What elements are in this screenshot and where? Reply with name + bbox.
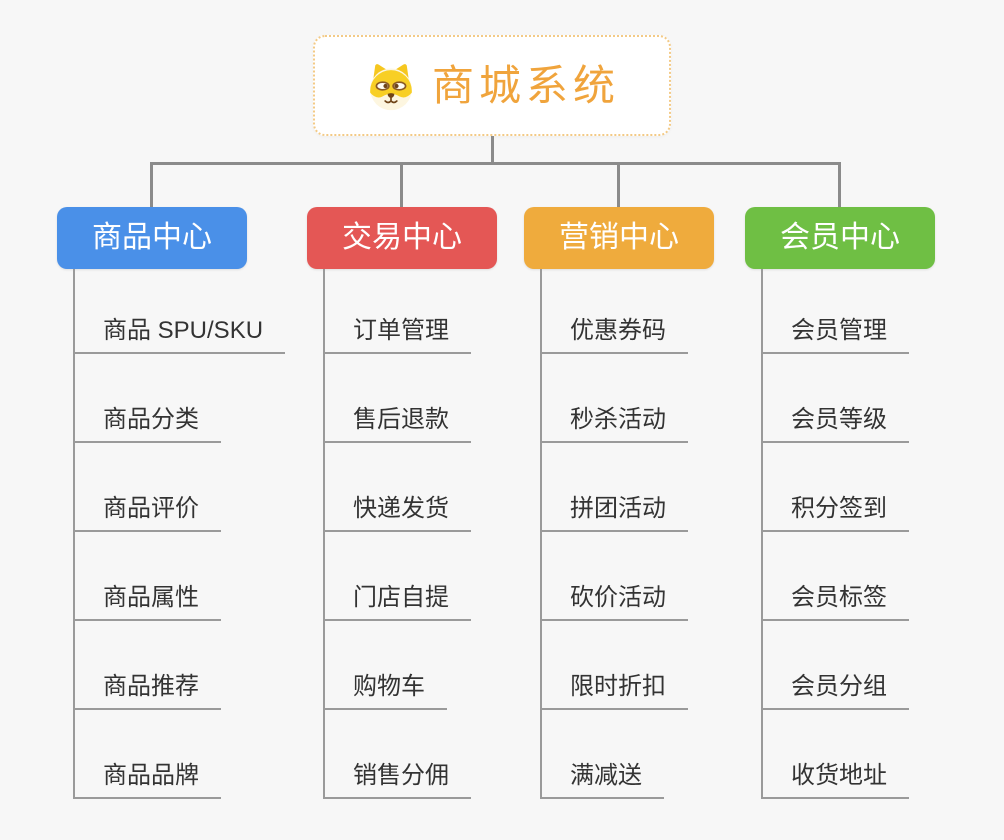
- connector-trunk-line: [491, 136, 494, 163]
- topic-item[interactable]: 门店自提: [323, 532, 471, 621]
- topic-item-label: 砍价活动: [570, 584, 666, 612]
- topic-item[interactable]: 会员管理: [761, 265, 909, 354]
- topic-item-label: 秒杀活动: [570, 406, 666, 434]
- branch-items: 会员管理会员等级积分签到会员标签会员分组收货地址: [761, 265, 909, 799]
- topic-item[interactable]: 砍价活动: [540, 532, 688, 621]
- branch-items: 订单管理售后退款快递发货门店自提购物车销售分佣: [323, 265, 471, 799]
- topic-item[interactable]: 商品推荐: [73, 621, 221, 710]
- branch-header-label: 交易中心: [342, 221, 462, 254]
- branch-spine-line: [73, 269, 75, 799]
- topic-item[interactable]: 积分签到: [761, 443, 909, 532]
- topic-item-label: 商品评价: [103, 495, 199, 523]
- topic-item-label: 会员管理: [791, 317, 887, 345]
- branch-spine-line: [323, 269, 325, 799]
- connector-drop-line: [400, 162, 403, 208]
- topic-item[interactable]: 商品评价: [73, 443, 221, 532]
- root-title: 商城系统: [431, 61, 620, 109]
- topic-item-label: 积分签到: [791, 495, 887, 523]
- branch-2: 交易中心订单管理售后退款快递发货门店自提购物车销售分佣: [307, 207, 567, 840]
- topic-item-label: 限时折扣: [570, 673, 666, 701]
- branch-4: 会员中心会员管理会员等级积分签到会员标签会员分组收货地址: [745, 207, 1004, 840]
- branch-header[interactable]: 营销中心: [524, 207, 714, 269]
- topic-item-label: 售后退款: [353, 406, 449, 434]
- branch-items: 优惠券码秒杀活动拼团活动砍价活动限时折扣满减送: [540, 265, 688, 799]
- branch-header[interactable]: 商品中心: [57, 207, 247, 269]
- topic-item[interactable]: 会员等级: [761, 354, 909, 443]
- branch-header[interactable]: 会员中心: [745, 207, 935, 269]
- topic-item[interactable]: 订单管理: [323, 265, 471, 354]
- connector-horizontal-line: [150, 162, 841, 165]
- topic-item[interactable]: 会员标签: [761, 532, 909, 621]
- topic-item-label: 满减送: [570, 762, 642, 790]
- topic-item[interactable]: 优惠券码: [540, 265, 688, 354]
- topic-item[interactable]: 售后退款: [323, 354, 471, 443]
- topic-item-label: 订单管理: [353, 317, 449, 345]
- topic-item-label: 购物车: [353, 673, 425, 701]
- topic-item-label: 会员标签: [791, 584, 887, 612]
- branch-header-label: 会员中心: [780, 221, 900, 254]
- topic-item[interactable]: 会员分组: [761, 621, 909, 710]
- branch-spine-line: [761, 269, 763, 799]
- topic-item-label: 商品分类: [103, 406, 199, 434]
- branch-spine-line: [540, 269, 542, 799]
- topic-item-label: 门店自提: [353, 584, 449, 612]
- topic-item[interactable]: 满减送: [540, 710, 664, 799]
- topic-item[interactable]: 快递发货: [323, 443, 471, 532]
- topic-item-label: 商品属性: [103, 584, 199, 612]
- topic-item-label: 拼团活动: [570, 495, 666, 523]
- branch-1: 商品中心商品 SPU/SKU 商品分类商品评价商品属性商品推荐商品品牌: [57, 207, 317, 840]
- topic-item[interactable]: 商品属性: [73, 532, 221, 621]
- topic-item-label: 商品推荐: [103, 673, 199, 701]
- topic-item-label: 会员等级: [791, 406, 887, 434]
- topic-item[interactable]: 购物车: [323, 621, 447, 710]
- topic-item-label: 收货地址: [791, 762, 887, 790]
- topic-item[interactable]: 秒杀活动: [540, 354, 688, 443]
- branch-header-label: 营销中心: [559, 221, 679, 254]
- topic-item[interactable]: 商品分类: [73, 354, 221, 443]
- topic-item-label: 商品 SPU/SKU: [103, 317, 264, 345]
- topic-item-label: 销售分佣: [353, 762, 449, 790]
- topic-item[interactable]: 拼团活动: [540, 443, 688, 532]
- connector-drop-line: [838, 162, 841, 208]
- branch-header[interactable]: 交易中心: [307, 207, 497, 269]
- topic-item[interactable]: 商品品牌: [73, 710, 221, 799]
- topic-item[interactable]: 商品 SPU/SKU: [73, 265, 286, 354]
- topic-item[interactable]: 销售分佣: [323, 710, 471, 799]
- topic-item-label: 商品品牌: [103, 762, 199, 790]
- connector-drop-line: [617, 162, 620, 208]
- branch-3: 营销中心优惠券码秒杀活动拼团活动砍价活动限时折扣满减送: [524, 207, 784, 840]
- topic-item[interactable]: 收货地址: [761, 710, 909, 799]
- topic-item-label: 优惠券码: [570, 317, 666, 345]
- branch-items: 商品 SPU/SKU 商品分类商品评价商品属性商品推荐商品品牌: [73, 265, 286, 799]
- root-node[interactable]: 商城系统: [313, 35, 671, 136]
- topic-item-label: 会员分组: [791, 673, 887, 701]
- dog-face-icon: [370, 63, 412, 110]
- connector-drop-line: [150, 162, 153, 208]
- branch-header-label: 商品中心: [92, 221, 212, 254]
- topic-item-label: 快递发货: [353, 495, 449, 523]
- topic-item[interactable]: 限时折扣: [540, 621, 688, 710]
